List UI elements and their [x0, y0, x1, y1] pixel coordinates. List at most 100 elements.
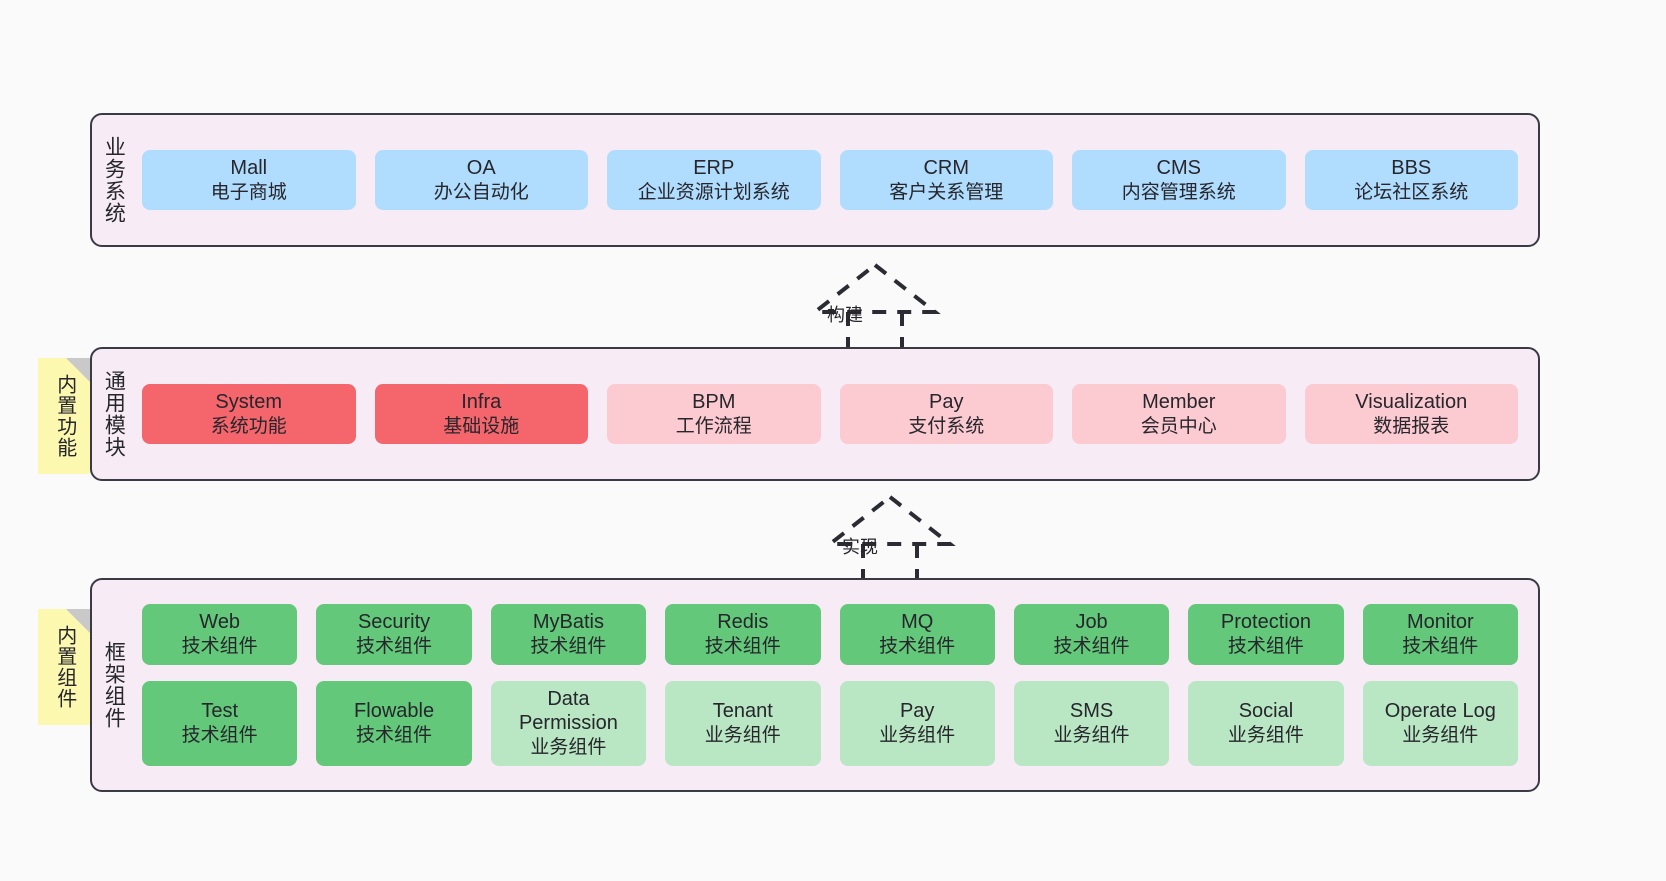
card-title-en: Member [1142, 390, 1216, 413]
card-title-en: MQ [901, 611, 934, 634]
card-pay-business[interactable]: Pay 业务组件 [839, 680, 995, 766]
card-grid-business-systems: Mall 电子商城 OA 办公自动化 ERP 企业资源计划系统 CRM 客户关系… [134, 115, 1538, 245]
card-redis[interactable]: Redis 技术组件 [665, 604, 821, 665]
card-title-en: Redis [717, 611, 769, 634]
card-monitor[interactable]: Monitor 技术组件 [1362, 604, 1518, 665]
layer-title-business-systems: 业务系统 [102, 136, 126, 224]
card-title-en: Operate Log [1384, 699, 1496, 722]
card-title-cn: 技术组件 [530, 636, 607, 658]
card-bpm[interactable]: BPM 工作流程 [607, 383, 821, 445]
card-title-cn: 技术组件 [181, 636, 258, 658]
card-title-cn: 业务组件 [1053, 724, 1130, 746]
card-job[interactable]: Job 技术组件 [1013, 604, 1170, 665]
card-mybatis[interactable]: MyBatis 技术组件 [490, 604, 647, 665]
card-title-en: CRM [923, 156, 970, 179]
card-data-permission[interactable]: Data Permission 业务组件 [490, 680, 647, 766]
generalization-arrow-icon [809, 262, 941, 355]
card-title-cn: 支付系统 [908, 415, 985, 437]
layer-title-common-modules: 通用模块 [102, 370, 126, 458]
layer-title-framework-components: 框架组件 [102, 641, 126, 729]
card-infra[interactable]: Infra 基础设施 [374, 383, 588, 445]
card-title-en: BPM [692, 390, 736, 413]
layer-common-modules: 通用模块 System 系统功能 Infra 基础设施 BPM 工作流程 Pay… [90, 347, 1540, 481]
card-title-cn: 技术组件 [1227, 636, 1304, 658]
card-title-cn: 数据报表 [1373, 415, 1450, 437]
sticky-note-builtin-components: 内置组件 [38, 609, 90, 725]
card-flowable[interactable]: Flowable 技术组件 [316, 680, 472, 766]
card-sms[interactable]: SMS 业务组件 [1013, 680, 1170, 766]
connector-label-implement: 实现 [842, 537, 878, 557]
card-title-en: Protection [1220, 611, 1311, 634]
card-visualization[interactable]: Visualization 数据报表 [1304, 383, 1518, 445]
card-web[interactable]: Web 技术组件 [142, 604, 298, 665]
card-title-cn: 技术组件 [704, 636, 781, 658]
card-title-cn: 系统功能 [210, 415, 287, 437]
card-title-cn: 技术组件 [1053, 636, 1130, 658]
card-title-cn: 论坛社区系统 [1354, 181, 1469, 203]
card-test[interactable]: Test 技术组件 [142, 680, 298, 766]
card-title-en: Web [199, 611, 241, 634]
layer-business-systems: 业务系统 Mall 电子商城 OA 办公自动化 ERP 企业资源计划系统 CRM… [90, 113, 1540, 247]
card-title-en: Infra [461, 390, 502, 413]
sticky-note-label: 内置功能 [53, 374, 76, 458]
card-operate-log[interactable]: Operate Log 业务组件 [1362, 680, 1518, 766]
card-bbs[interactable]: BBS 论坛社区系统 [1304, 149, 1518, 211]
card-title-cn: 业务组件 [704, 724, 781, 746]
card-oa[interactable]: OA 办公自动化 [374, 149, 588, 211]
connector-implement: 实现 [815, 492, 965, 582]
card-member[interactable]: Member 会员中心 [1072, 383, 1286, 445]
card-title-en: OA [466, 156, 496, 179]
card-title-cn: 业务组件 [530, 737, 607, 759]
card-mq[interactable]: MQ 技术组件 [839, 604, 995, 665]
card-title-en: Mall [230, 156, 268, 179]
card-title-en: BBS [1391, 156, 1432, 179]
card-title-cn: 技术组件 [356, 636, 433, 658]
card-title-en: MyBatis [532, 611, 604, 634]
sticky-note-label: 内置组件 [53, 625, 76, 709]
layer-framework-components: 框架组件 Web 技术组件 Security 技术组件 MyBatis 技术组件… [90, 578, 1540, 792]
card-title-en: Test [201, 699, 239, 722]
card-title-en: Monitor [1406, 611, 1474, 634]
card-title-cn: 业务组件 [1227, 724, 1304, 746]
card-crm[interactable]: CRM 客户关系管理 [839, 149, 1053, 211]
sticky-note-builtin-features: 内置功能 [38, 358, 90, 474]
card-grid-common-modules: System 系统功能 Infra 基础设施 BPM 工作流程 Pay 支付系统… [134, 349, 1538, 479]
card-title-en: SMS [1069, 699, 1114, 722]
card-title-cn: 技术组件 [1402, 636, 1479, 658]
card-cms[interactable]: CMS 内容管理系统 [1072, 149, 1286, 211]
generalization-arrow-icon [824, 494, 956, 582]
card-protection[interactable]: Protection 技术组件 [1188, 604, 1344, 665]
card-title-cn: 企业资源计划系统 [637, 181, 790, 203]
card-title-en: Pay [929, 390, 964, 413]
connector-build: 构建 [800, 260, 950, 355]
card-title-cn: 电子商城 [210, 181, 287, 203]
card-title-en: Data Permission [518, 687, 618, 735]
card-erp[interactable]: ERP 企业资源计划系统 [607, 149, 821, 211]
card-title-cn: 客户关系管理 [889, 181, 1004, 203]
card-title-cn: 技术组件 [356, 724, 433, 746]
card-title-en: Pay [899, 699, 935, 722]
card-pay[interactable]: Pay 支付系统 [839, 383, 1053, 445]
card-title-en: Tenant [712, 699, 773, 722]
connector-label-build: 构建 [827, 305, 863, 325]
card-grid-framework-components: Web 技术组件 Security 技术组件 MyBatis 技术组件 Redi… [134, 580, 1538, 790]
card-mall[interactable]: Mall 电子商城 [142, 149, 356, 211]
card-title-cn: 技术组件 [879, 636, 956, 658]
card-title-cn: 内容管理系统 [1121, 181, 1236, 203]
card-title-en: ERP [693, 156, 735, 179]
card-title-cn: 办公自动化 [433, 181, 529, 203]
card-title-cn: 技术组件 [181, 724, 258, 746]
card-title-cn: 基础设施 [443, 415, 520, 437]
card-title-cn: 业务组件 [879, 724, 956, 746]
card-title-en: System [215, 390, 283, 413]
card-title-en: Security [357, 611, 431, 634]
card-system[interactable]: System 系统功能 [142, 383, 356, 445]
card-title-en: Visualization [1355, 390, 1468, 413]
card-social[interactable]: Social 业务组件 [1188, 680, 1344, 766]
card-title-en: Social [1238, 699, 1294, 722]
card-security[interactable]: Security 技术组件 [316, 604, 472, 665]
card-title-en: Flowable [354, 699, 435, 722]
card-title-cn: 工作流程 [675, 415, 752, 437]
card-tenant[interactable]: Tenant 业务组件 [665, 680, 821, 766]
